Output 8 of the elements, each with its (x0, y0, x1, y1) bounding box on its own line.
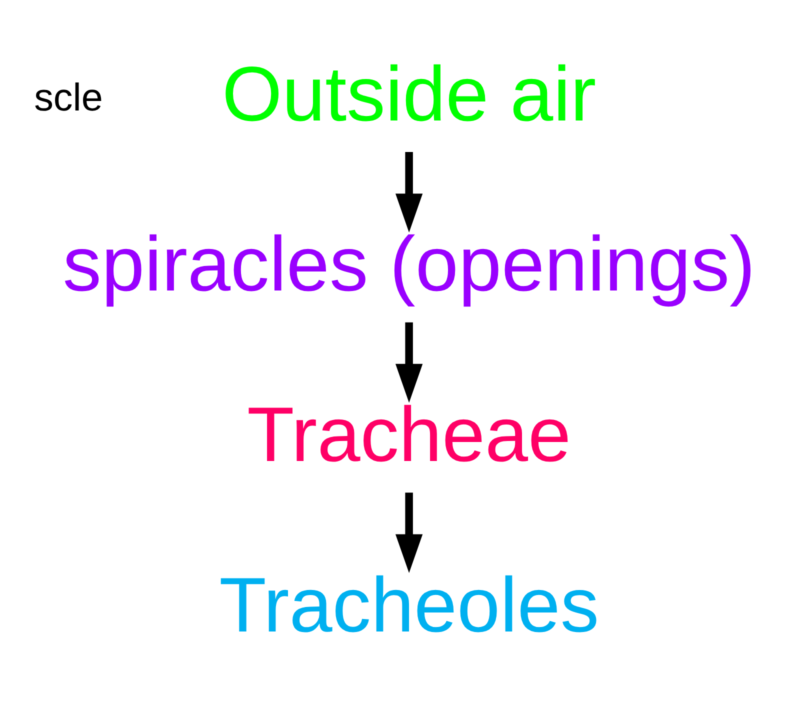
node-text: Outside air (222, 51, 596, 138)
arrow (395, 322, 423, 403)
arrow (395, 492, 423, 574)
arrow (395, 152, 423, 232)
node-text: Tracheoles (219, 562, 600, 648)
label: scle (34, 76, 103, 120)
node-text: spiracles (openings) (62, 222, 756, 308)
node-text: Tracheae (247, 392, 572, 478)
